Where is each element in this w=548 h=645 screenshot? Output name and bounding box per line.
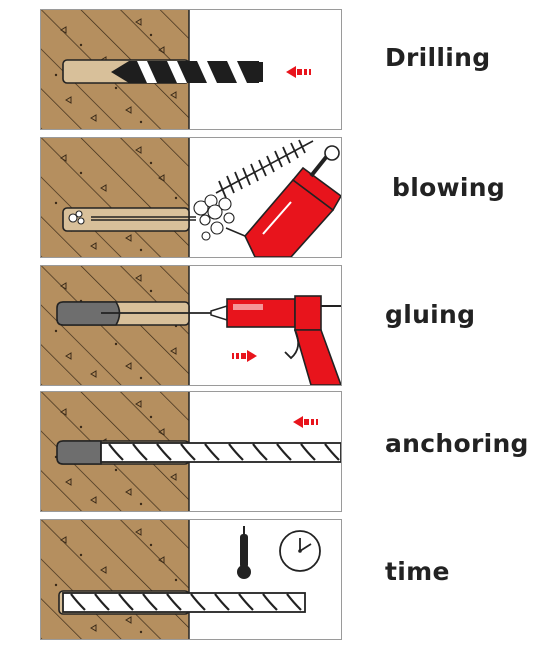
step-gluing-label: gluing xyxy=(385,300,476,329)
threaded-rod-icon xyxy=(62,592,306,613)
arrow-right-icon xyxy=(232,350,257,362)
step-blowing-panel xyxy=(40,137,342,258)
step-time-label: time xyxy=(385,557,450,586)
arrow-left-icon xyxy=(286,66,311,78)
step-time-panel xyxy=(40,519,342,640)
air-nozzle xyxy=(91,216,196,221)
clock-icon xyxy=(279,530,321,572)
dust-cloud xyxy=(68,194,235,241)
step-anchoring-panel xyxy=(40,391,342,512)
step-gluing-panel xyxy=(40,265,342,386)
air-pump-icon xyxy=(225,145,341,257)
thermometer-icon xyxy=(237,526,251,579)
threaded-rod-icon xyxy=(100,442,341,463)
cleaning-brush-icon xyxy=(215,139,314,199)
step-drilling-label: Drilling xyxy=(385,43,491,72)
glue-fill xyxy=(56,301,121,326)
drill-bit-icon xyxy=(111,61,263,83)
step-anchoring-label: anchoring xyxy=(385,429,529,458)
step-blowing-label: blowing xyxy=(392,173,506,202)
step-drilling-panel xyxy=(40,9,342,130)
arrow-left-icon xyxy=(293,416,318,428)
glue-gun-icon xyxy=(101,295,341,385)
glue-fill xyxy=(56,440,102,465)
